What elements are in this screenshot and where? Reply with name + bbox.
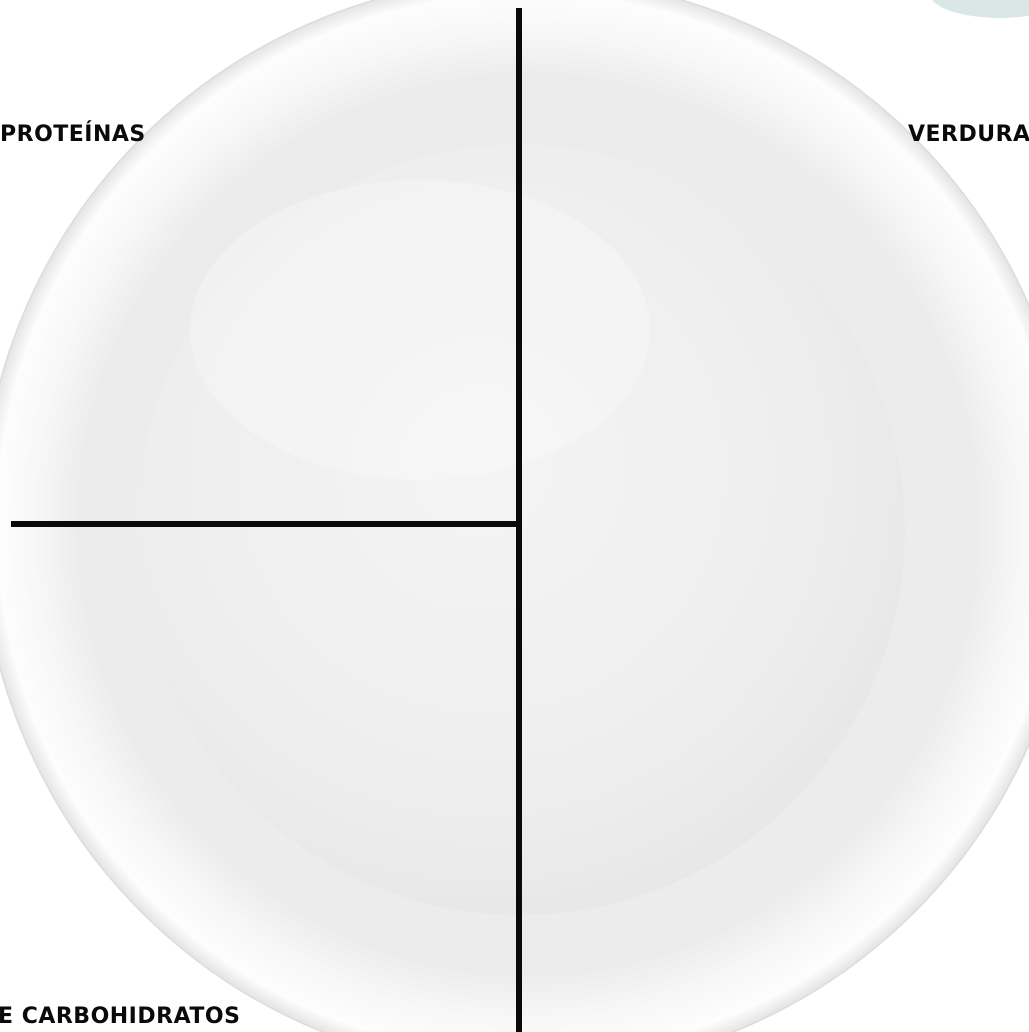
label-carbohydrates: E CARBOHIDRATOS (0, 1006, 240, 1028)
label-proteins: PROTEÍNAS (0, 124, 146, 146)
plate-highlight (190, 180, 650, 480)
label-vegetables: VERDURAS (908, 124, 1029, 146)
section-divider-horizontal (11, 521, 520, 527)
section-divider-vertical (516, 8, 522, 1032)
